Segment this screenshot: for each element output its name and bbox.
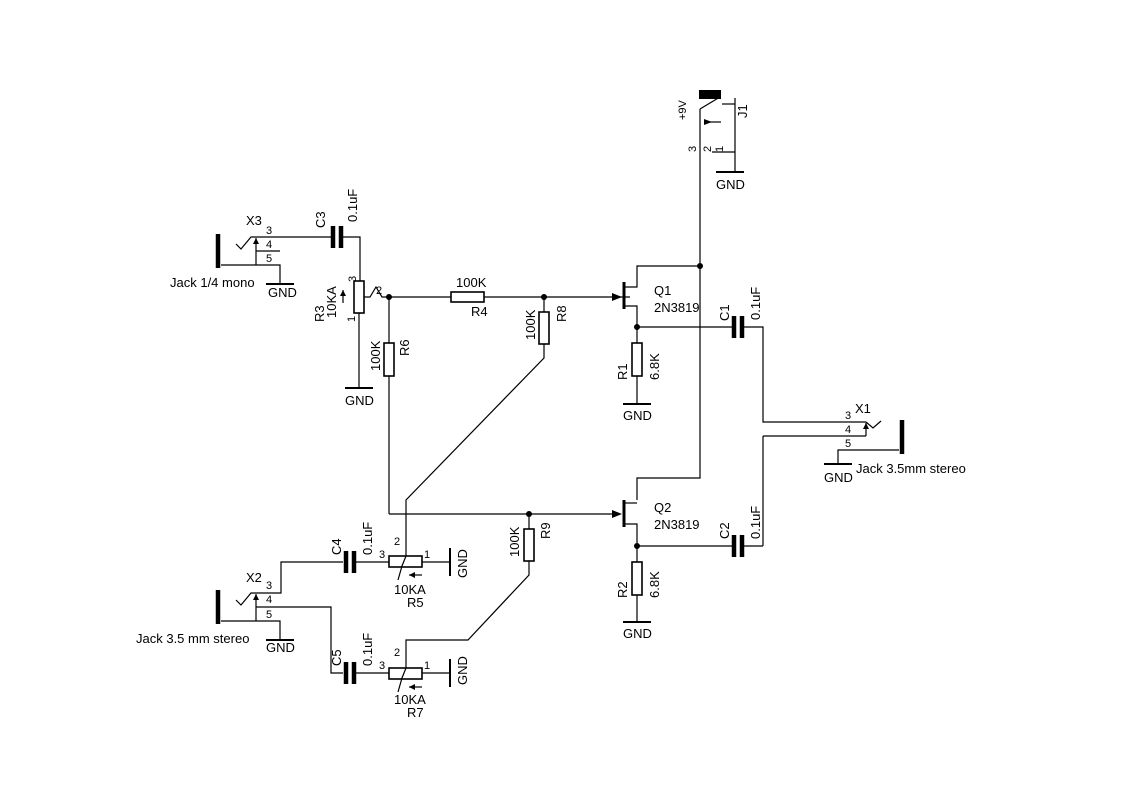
x2-label: X2 xyxy=(246,570,262,585)
c4-ref: C4 xyxy=(329,538,344,555)
r7-value: 10KA xyxy=(394,692,426,707)
output-jack-x1 xyxy=(762,420,905,546)
j1-pin-1: 1 xyxy=(714,146,726,152)
x1-name: Jack 3.5mm stereo xyxy=(856,461,966,476)
x1-gnd-label: GND xyxy=(824,470,853,485)
c1-ref: C1 xyxy=(717,304,732,321)
r2-value: 6.8K xyxy=(647,571,662,598)
resistor-r9 xyxy=(405,514,535,670)
capacitor-c3 xyxy=(330,226,361,281)
junction-dot xyxy=(697,263,703,269)
resistor-r8 xyxy=(405,297,550,556)
transistor-q1 xyxy=(612,265,732,343)
x1-label: X1 xyxy=(855,401,871,416)
r2-gnd-label: GND xyxy=(623,626,652,641)
r3-value: 10KA xyxy=(324,286,339,318)
x3-name: Jack 1/4 mono xyxy=(170,275,255,290)
supply-label: +9V xyxy=(677,99,689,120)
x3-pin-5: 5 xyxy=(266,253,272,265)
r2-ref: R2 xyxy=(615,581,630,598)
resistor-r2 xyxy=(623,561,651,623)
r5-value: 10KA xyxy=(394,582,426,597)
x1-pin-3: 3 xyxy=(845,410,851,422)
input-jack-x3 xyxy=(215,234,331,285)
supply-rail-wire xyxy=(636,263,701,500)
c3-value: 0.1uF xyxy=(345,189,360,222)
junction-dot xyxy=(634,324,640,330)
r7-pin-1: 1 xyxy=(424,660,430,672)
c3-ref: C3 xyxy=(313,211,328,228)
junction-dot xyxy=(386,294,392,300)
r3-gnd-label: GND xyxy=(345,393,374,408)
r6-ref: R6 xyxy=(397,339,412,356)
potentiometer-r7 xyxy=(388,659,451,693)
x2-pin-5: 5 xyxy=(266,609,272,621)
capacitor-c5 xyxy=(343,662,389,684)
junction-dot xyxy=(634,543,640,549)
r3-pin-1: 1 xyxy=(346,316,358,322)
x1-pin-5: 5 xyxy=(845,438,851,450)
j1-label: J1 xyxy=(735,104,750,118)
resistor-r6 xyxy=(383,297,395,514)
r9-value: 100K xyxy=(507,526,522,557)
r9-ref: R9 xyxy=(538,522,553,539)
r3-pin-3: 3 xyxy=(347,276,359,282)
c2-value: 0.1uF xyxy=(748,506,763,539)
x2-gnd-label: GND xyxy=(266,640,295,655)
c1-value: 0.1uF xyxy=(748,287,763,320)
r5-pin-3: 3 xyxy=(379,549,385,561)
r7-ref: R7 xyxy=(407,705,424,720)
j1-gnd-label: GND xyxy=(716,177,745,192)
junction-dot xyxy=(541,294,547,300)
transistor-q2 xyxy=(389,500,732,562)
r5-pin-2: 2 xyxy=(394,536,400,548)
c5-ref: C5 xyxy=(329,649,344,666)
junction-dot xyxy=(526,511,532,517)
j1-pin-3: 3 xyxy=(687,146,699,152)
r1-gnd-label: GND xyxy=(623,408,652,423)
x2-pin-3: 3 xyxy=(266,580,272,592)
potentiometer-r5 xyxy=(388,548,451,581)
j1-pin-2: 2 xyxy=(702,146,714,152)
x1-pin-4: 4 xyxy=(845,424,851,436)
r3-pin-2: 2 xyxy=(376,285,382,297)
r5-gnd-label: GND xyxy=(455,549,470,578)
x3-gnd-label: GND xyxy=(268,285,297,300)
q2-ref: Q2 xyxy=(654,500,671,515)
r5-pin-1: 1 xyxy=(424,549,430,561)
x3-pin-3: 3 xyxy=(266,225,272,237)
r7-gnd-label: GND xyxy=(455,656,470,685)
x3-label: X3 xyxy=(246,213,262,228)
r8-value: 100K xyxy=(523,309,538,340)
r4-value: 100K xyxy=(456,275,487,290)
c2-ref: C2 xyxy=(717,522,732,539)
capacitor-c1 xyxy=(731,316,866,423)
x3-pin-4: 4 xyxy=(266,239,272,251)
r1-value: 6.8K xyxy=(647,353,662,380)
r7-pin-3: 3 xyxy=(379,660,385,672)
r8-ref: R8 xyxy=(554,305,569,322)
r3-ref: R3 xyxy=(312,305,327,322)
r1-ref: R1 xyxy=(615,363,630,380)
resistor-r4 xyxy=(450,291,485,303)
q2-part: 2N3819 xyxy=(654,517,700,532)
c4-value: 0.1uF xyxy=(360,522,375,555)
r6-value: 100K xyxy=(368,340,383,371)
r4-ref: R4 xyxy=(471,304,488,319)
resistor-r1 xyxy=(623,342,651,405)
r7-pin-2: 2 xyxy=(394,647,400,659)
x2-pin-4: 4 xyxy=(266,594,272,606)
x2-name: Jack 3.5 mm stereo xyxy=(136,631,249,646)
q1-part: 2N3819 xyxy=(654,300,700,315)
q1-ref: Q1 xyxy=(654,283,671,298)
capacitor-c2 xyxy=(731,535,763,557)
capacitor-c4 xyxy=(343,551,389,573)
r5-ref: R5 xyxy=(407,595,424,610)
power-jack-j1 xyxy=(699,90,744,263)
c5-value: 0.1uF xyxy=(360,633,375,666)
input-jack-x2 xyxy=(215,561,343,674)
